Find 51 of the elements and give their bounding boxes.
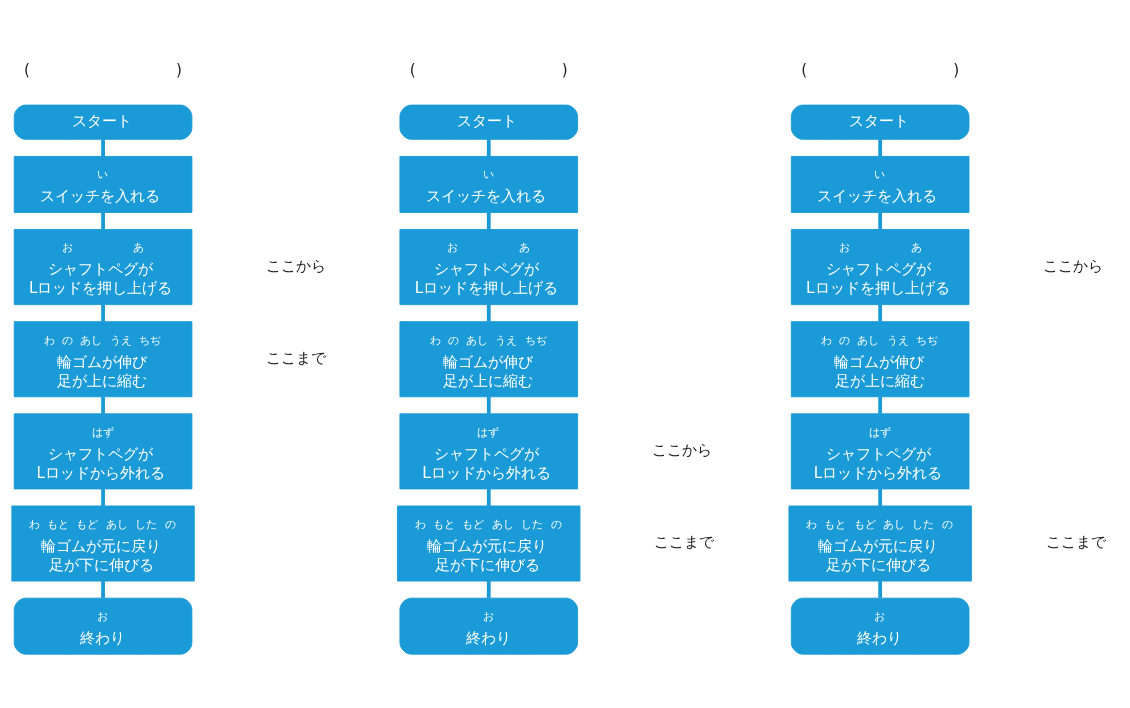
connector	[486, 581, 491, 598]
connector	[878, 396, 883, 414]
node-box: い スイッチを入れる	[399, 155, 579, 213]
connector	[486, 304, 491, 322]
node-box: はず シャフトペグがLロッドから外れる	[13, 413, 193, 490]
connector	[101, 489, 105, 506]
node-box: お あ シャフトペグがLロッドを押し上げる	[790, 229, 970, 306]
node-box: お あ シャフトペグがLロッドを押し上げる	[399, 229, 579, 306]
node-box: お 終わり	[13, 597, 193, 655]
connector	[878, 581, 883, 598]
connector	[101, 581, 105, 598]
node-box: い スイッチを入れる	[790, 155, 970, 213]
node-box: スタート	[13, 104, 193, 140]
label: )	[953, 60, 960, 79]
label: ここまで	[654, 533, 715, 552]
node-box: い スイッチを入れる	[13, 155, 193, 213]
label: ここまで	[1045, 533, 1106, 552]
label: ここから	[651, 440, 712, 459]
node-box: はず シャフトペグがLロッドから外れる	[399, 413, 579, 490]
connector	[101, 304, 105, 322]
label: ここまで	[265, 348, 326, 367]
label: ここから	[1043, 256, 1104, 275]
label: (	[24, 60, 31, 79]
connector	[486, 396, 491, 414]
label: )	[176, 60, 183, 79]
node-box: わ の あし うえ ちぢ 輪ゴムが伸び足が上に縮む	[13, 321, 193, 398]
node-box: お 終わり	[790, 597, 970, 655]
connector	[486, 489, 491, 506]
node-box: はず シャフトペグがLロッドから外れる	[790, 413, 970, 490]
node-box: お 終わり	[399, 597, 579, 655]
connector	[486, 139, 491, 157]
node-box: お あ シャフトペグがLロッドを押し上げる	[13, 229, 193, 306]
node-box: わ の あし うえ ちぢ 輪ゴムが伸び足が上に縮む	[790, 321, 970, 398]
node-box: わ もと もど あし した の 輪ゴムが元に戻り足が下に伸びる	[397, 505, 581, 582]
connector	[878, 489, 883, 506]
connector	[101, 139, 105, 157]
node-box: わ もと もど あし した の 輪ゴムが元に戻り足が下に伸びる	[11, 505, 195, 582]
connector	[101, 396, 105, 414]
connector	[878, 139, 883, 157]
connector	[878, 304, 883, 322]
node-box: わ の あし うえ ちぢ 輪ゴムが伸び足が上に縮む	[399, 321, 579, 398]
label: )	[561, 60, 568, 79]
label: (	[801, 60, 808, 79]
label: ここから	[265, 256, 326, 275]
node-box: スタート	[790, 104, 970, 140]
connector	[486, 212, 491, 230]
node-box: スタート	[399, 104, 579, 140]
label: (	[409, 60, 416, 79]
connector	[878, 212, 883, 230]
node-box: わ もと もど あし した の 輪ゴムが元に戻り足が下に伸びる	[788, 505, 972, 582]
connector	[101, 212, 105, 230]
